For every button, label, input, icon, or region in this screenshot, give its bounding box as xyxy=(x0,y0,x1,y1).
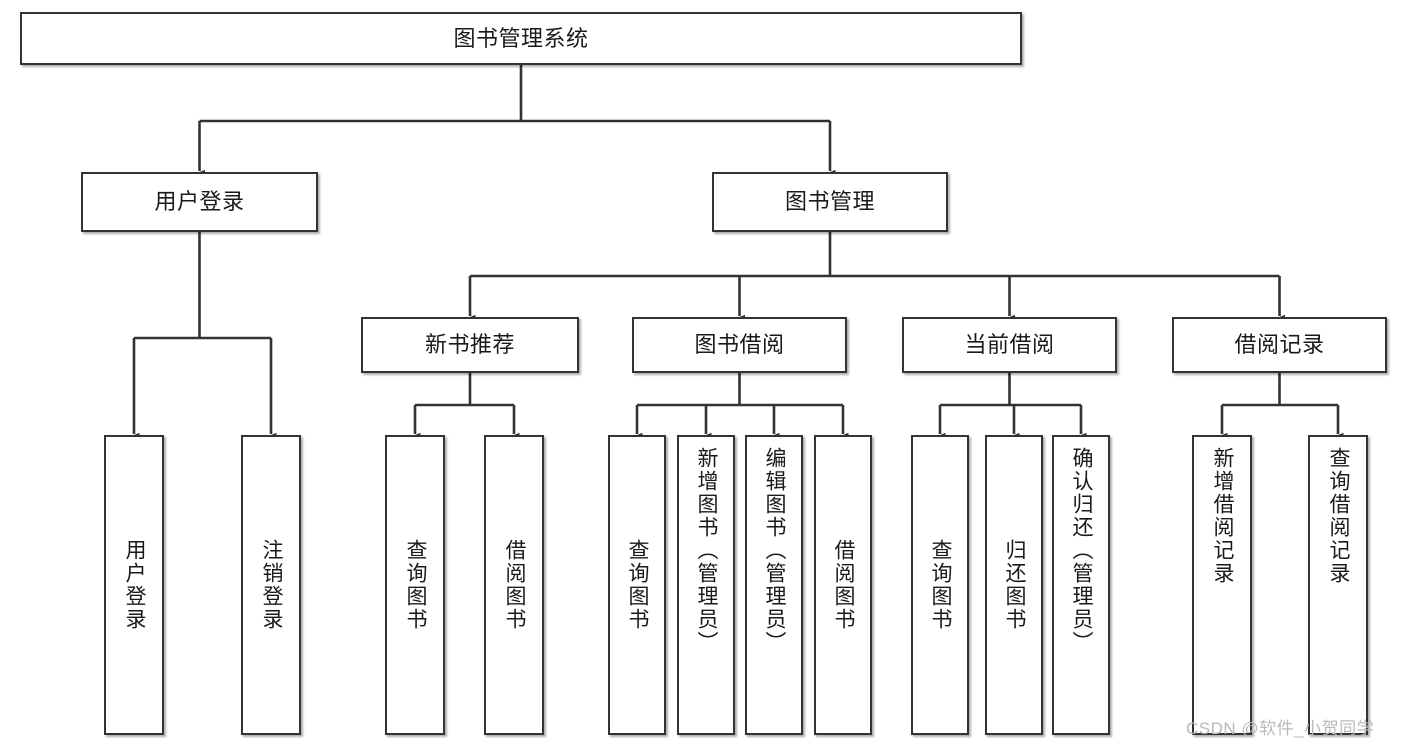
node-label: 借阅图书 xyxy=(503,539,527,631)
node-l-logout: 注销登录 xyxy=(241,435,301,735)
node-l-login: 用户登录 xyxy=(104,435,164,735)
node-label: 图书借阅 xyxy=(694,332,785,358)
node-b-add: 新增图书（管理员） xyxy=(677,435,735,735)
node-label: 新增图书（管理员） xyxy=(695,447,719,654)
node-label: 新增借阅记录 xyxy=(1211,447,1235,585)
node-c-return: 归还图书 xyxy=(985,435,1043,735)
node-label: 注销登录 xyxy=(260,539,284,631)
node-label: 借阅图书 xyxy=(832,539,856,631)
node-bookmgmt: 图书管理 xyxy=(712,172,948,232)
node-label: 图书管理系统 xyxy=(453,25,589,51)
node-n-borrow: 借阅图书 xyxy=(484,435,544,735)
node-r-query: 查询借阅记录 xyxy=(1308,435,1368,735)
node-label: 查询图书 xyxy=(929,539,953,631)
node-n-query: 查询图书 xyxy=(385,435,445,735)
node-b-query: 查询图书 xyxy=(608,435,666,735)
node-label: 确认归还（管理员） xyxy=(1070,447,1094,654)
node-borrow: 图书借阅 xyxy=(632,317,847,373)
node-label: 借阅记录 xyxy=(1234,332,1325,358)
node-c-confirm: 确认归还（管理员） xyxy=(1052,435,1110,735)
node-label: 图书管理 xyxy=(784,189,875,215)
node-label: 用户登录 xyxy=(123,539,147,631)
node-label: 归还图书 xyxy=(1003,539,1027,631)
node-label: 用户登录 xyxy=(154,189,245,215)
node-c-query: 查询图书 xyxy=(911,435,969,735)
node-login: 用户登录 xyxy=(81,172,318,232)
node-records: 借阅记录 xyxy=(1172,317,1387,373)
node-root: 图书管理系统 xyxy=(20,12,1022,65)
node-current: 当前借阅 xyxy=(902,317,1117,373)
node-label: 查询借阅记录 xyxy=(1327,447,1351,585)
node-label: 当前借阅 xyxy=(964,332,1055,358)
node-label: 查询图书 xyxy=(626,539,650,631)
node-r-add: 新增借阅记录 xyxy=(1192,435,1252,735)
node-b-loan: 借阅图书 xyxy=(814,435,872,735)
node-label: 编辑图书（管理员） xyxy=(763,447,787,654)
node-label: 查询图书 xyxy=(404,539,428,631)
node-b-edit: 编辑图书（管理员） xyxy=(745,435,803,735)
node-newbook: 新书推荐 xyxy=(361,317,579,373)
node-label: 新书推荐 xyxy=(424,332,515,358)
